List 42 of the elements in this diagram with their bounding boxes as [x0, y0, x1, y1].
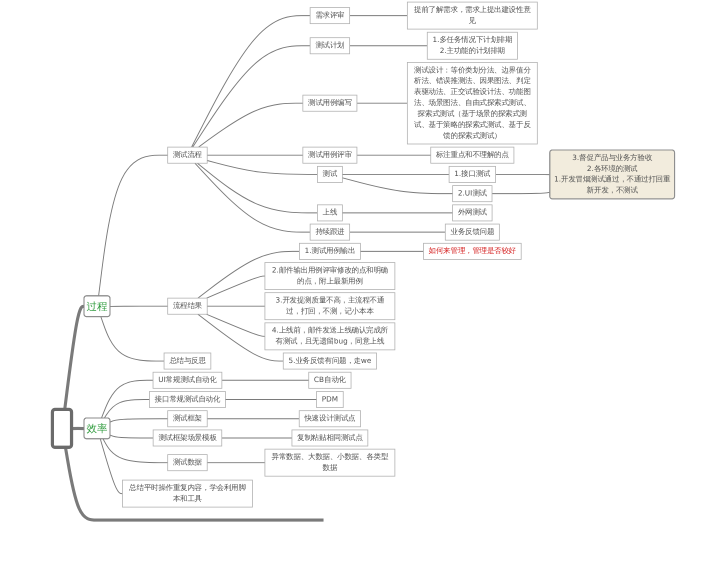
- connector-line: [206, 276, 266, 299]
- connector-line: [495, 174, 551, 176]
- central-topic-box: [50, 408, 74, 449]
- connector-line: [221, 380, 310, 381]
- connector-line: [206, 418, 300, 420]
- connector-line: [356, 102, 408, 104]
- main-topic-box: 效率: [83, 417, 111, 440]
- connector-line: [492, 192, 551, 194]
- connector-line: [194, 162, 311, 233]
- connector-line: [349, 45, 428, 46]
- connector-line: [104, 399, 150, 419]
- connector-line: [342, 212, 454, 214]
- connector-line: [196, 162, 318, 214]
- connector-line: [206, 314, 266, 337]
- connector-line: [64, 447, 324, 522]
- connector-line: [110, 306, 168, 307]
- connector-line: [224, 399, 318, 400]
- connector-line: [342, 174, 450, 175]
- connector-line: [206, 306, 266, 307]
- connector-line: [100, 438, 123, 494]
- connector-line: [197, 314, 284, 362]
- connector-line: [349, 15, 408, 16]
- connector-line: [360, 250, 424, 252]
- connector-line: [206, 160, 318, 175]
- connector-line: [192, 45, 311, 148]
- connector-line: [342, 177, 454, 194]
- connector-line: [349, 232, 446, 233]
- connector-line: [71, 426, 85, 430]
- connector-line: [63, 304, 85, 410]
- main-topic-box: 过程: [83, 295, 111, 318]
- connector-line: [100, 316, 165, 362]
- connector-line: [110, 418, 168, 423]
- connector-line: [102, 438, 168, 464]
- connector-line: [206, 462, 266, 464]
- connector-line: [100, 380, 154, 419]
- connector-line: [191, 15, 311, 148]
- connector-line: [198, 102, 304, 148]
- connector-line: [197, 250, 300, 299]
- connector-line: [356, 154, 432, 156]
- connector-line: [110, 434, 154, 438]
- connector-line: [98, 154, 168, 297]
- connector-line: [206, 154, 304, 156]
